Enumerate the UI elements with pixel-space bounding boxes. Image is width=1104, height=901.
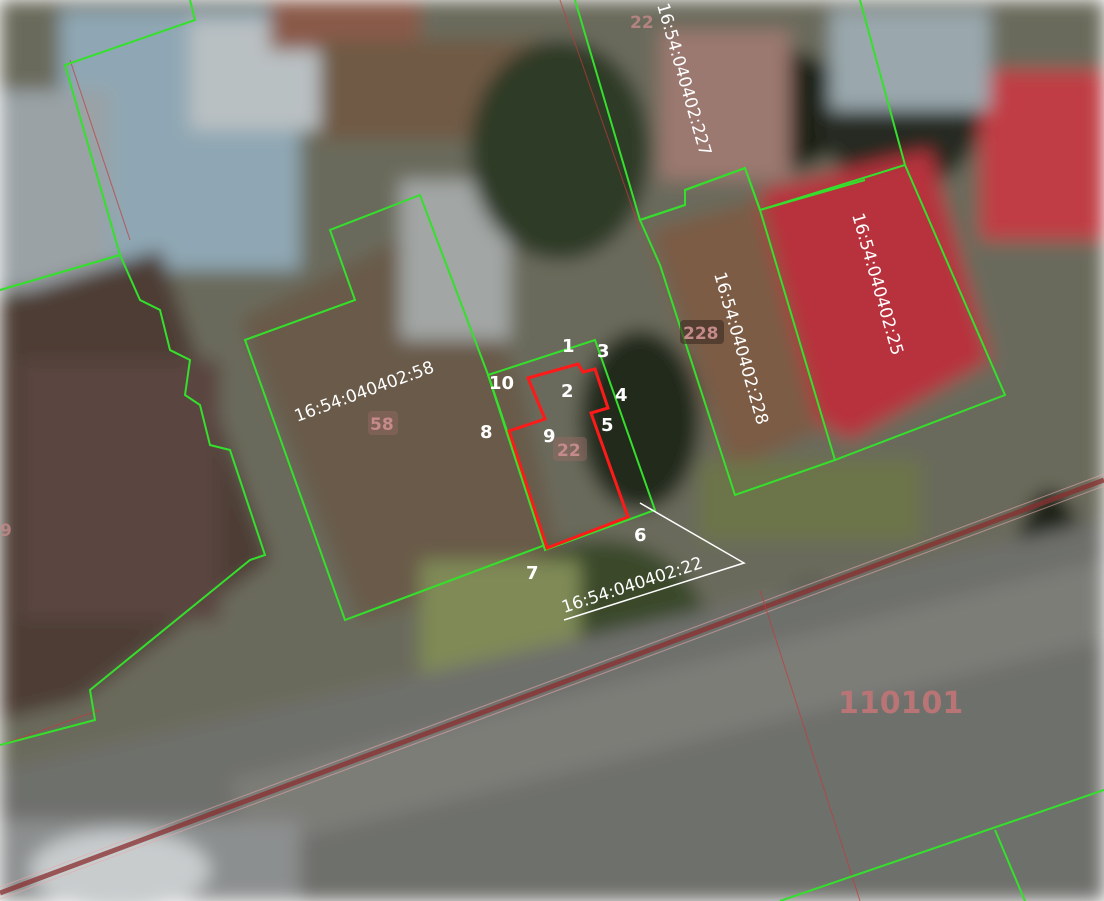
vertex-label-1: 1 <box>562 336 575 357</box>
vertex-labels: 1 2 3 4 5 6 7 8 9 10 <box>480 336 647 584</box>
vertex-label-5: 5 <box>601 415 614 436</box>
vertex-label-8: 8 <box>480 422 493 443</box>
vertex-label-7: 7 <box>526 563 539 584</box>
vertex-label-2: 2 <box>561 381 574 402</box>
badge-58: 58 <box>370 415 394 435</box>
vertex-label-9: 9 <box>543 426 556 447</box>
badge-top: 22 <box>630 13 654 33</box>
target-building-outline[interactable] <box>507 362 630 550</box>
badge-left: 9 <box>0 521 12 541</box>
badge-22: 22 <box>557 441 581 461</box>
vertex-label-6: 6 <box>634 525 647 546</box>
vertex-label-3: 3 <box>597 341 610 362</box>
badge-228: 228 <box>683 324 719 344</box>
building-badges: 58 22 228 22 9 <box>0 13 724 541</box>
vertex-label-4: 4 <box>615 385 628 406</box>
vertex-label-10: 10 <box>489 373 514 394</box>
quarter-label: 110101 <box>838 686 963 721</box>
